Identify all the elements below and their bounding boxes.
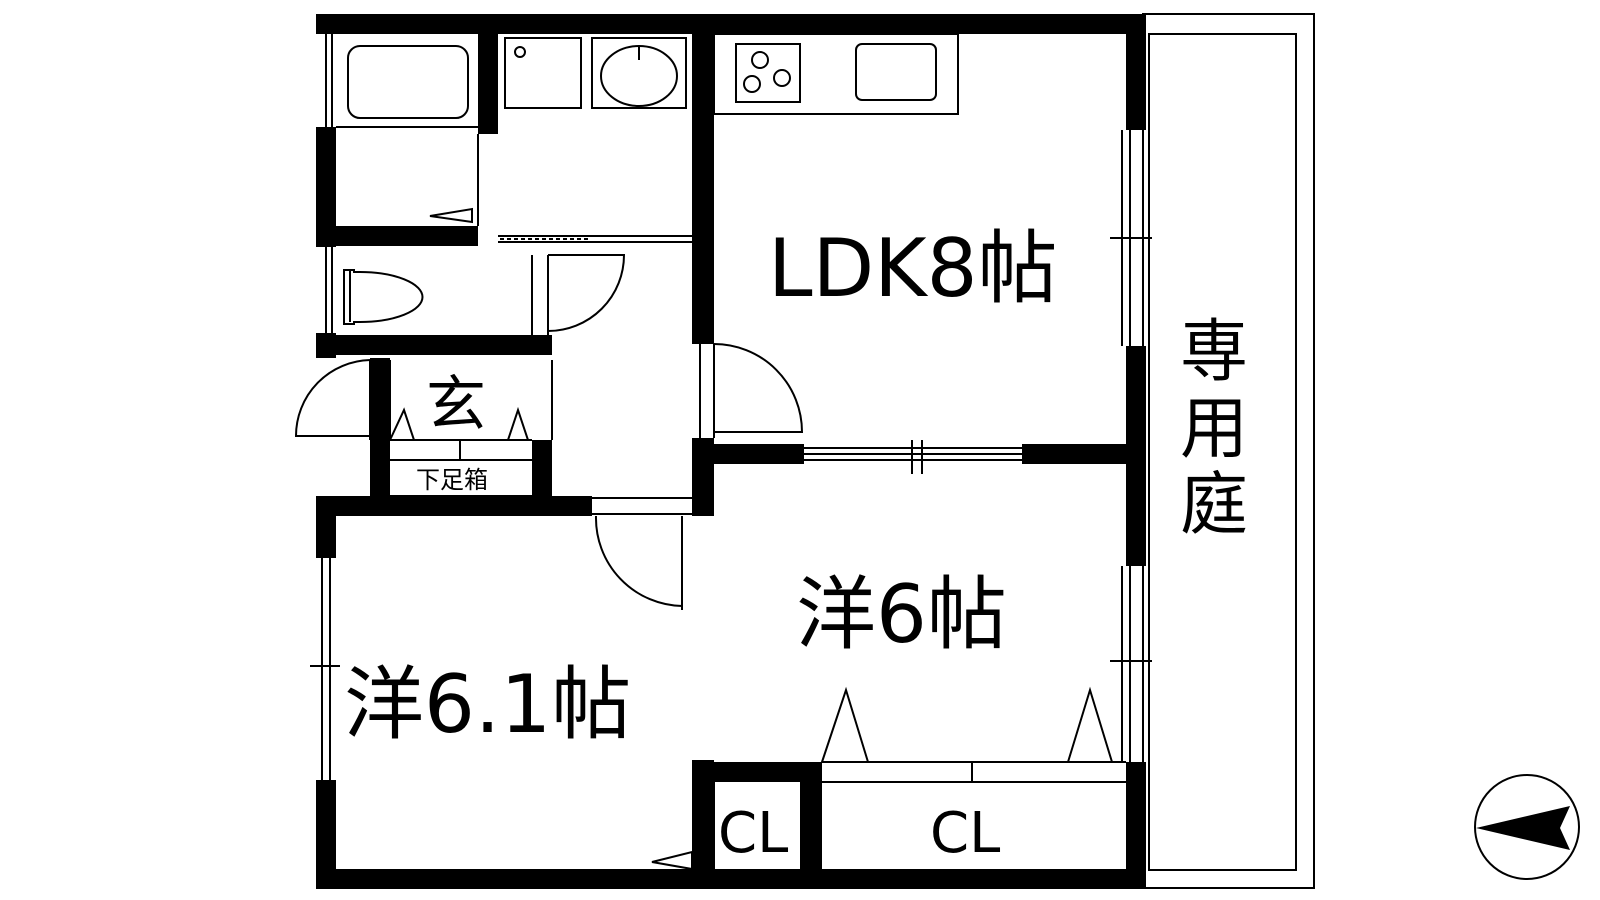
closet-small-label: CL [718, 801, 788, 866]
room-ldk-label: LDK8帖 [768, 222, 1058, 315]
garden-label-1: 専 [1180, 313, 1248, 392]
garden-label-2: 用 [1180, 390, 1248, 469]
room-western-6-1-label: 洋6.1帖 [344, 658, 631, 751]
fixtures [294, 33, 1580, 880]
shoe-cabinet-label: 下足箱 [416, 466, 488, 494]
room-western-6-label: 洋6帖 [796, 568, 1007, 661]
north-arrow-pointer [1476, 806, 1570, 850]
north-arrow-icon [1474, 774, 1580, 880]
walls [316, 14, 1146, 889]
room-entrance-label: 玄 [426, 370, 486, 440]
garden-label-3: 庭 [1180, 466, 1248, 545]
closet-large-label: CL [930, 801, 1000, 866]
